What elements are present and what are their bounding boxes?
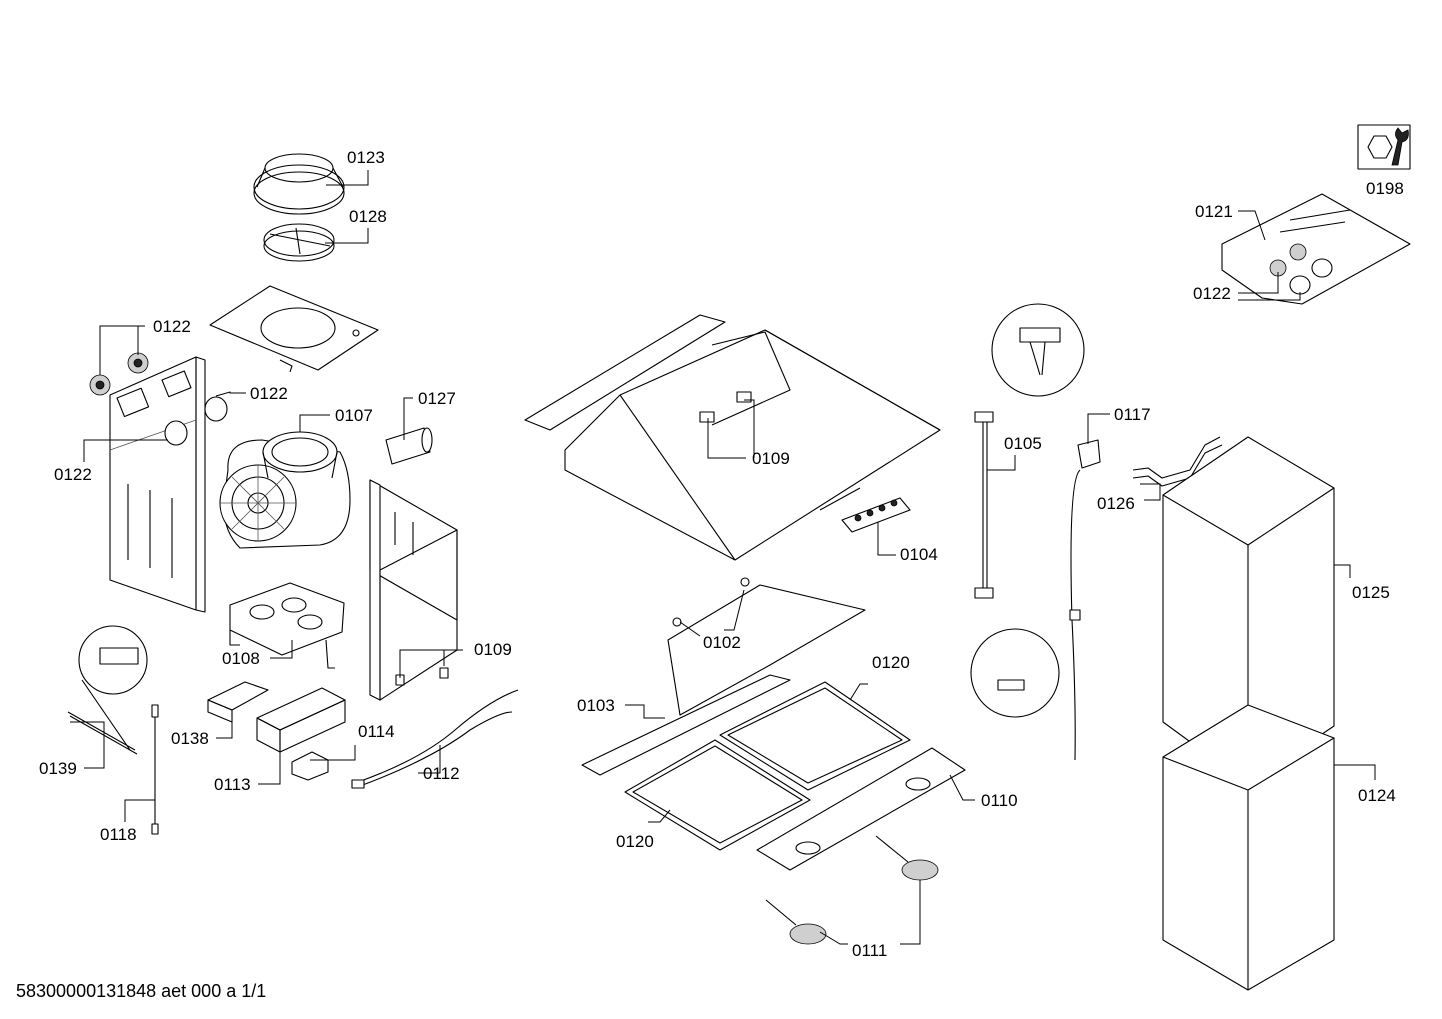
part-side-shell <box>369 479 458 701</box>
label-0104: 0104 <box>900 545 938 564</box>
part-0114-connector <box>291 751 329 781</box>
part-0126-bracket <box>1132 436 1223 487</box>
part-0108-fan-bracket <box>229 582 345 669</box>
part-0113-control-box <box>256 687 346 753</box>
label-0121: 0121 <box>1195 202 1233 221</box>
part-0127-capacitor <box>385 427 433 465</box>
part-0105-wiring-harness <box>970 303 1085 718</box>
part-0124-lower-chimney <box>1162 704 1335 991</box>
label-0124: 0124 <box>1358 786 1396 805</box>
label-0112: 0112 <box>423 764 460 783</box>
label-0108: 0108 <box>222 649 260 668</box>
part-0139-cable <box>67 625 148 755</box>
label-0120: 0120 <box>616 832 654 851</box>
part-0120-filter-lower <box>624 739 811 851</box>
part-top-plate <box>209 285 379 373</box>
part-0120-filter-upper <box>719 681 911 791</box>
label-0198: 0198 <box>1366 179 1404 198</box>
part-0104-control-panel <box>841 497 911 533</box>
label-0109: 0109 <box>474 640 512 659</box>
label-0139: 0139 <box>39 759 77 778</box>
part-0125-upper-chimney <box>1162 436 1335 785</box>
label-0109: 0109 <box>752 449 790 468</box>
label-0123: 0123 <box>347 148 385 167</box>
label-0111: 0111 <box>852 941 887 960</box>
label-0118: 0118 <box>100 825 137 844</box>
label-0107: 0107 <box>335 406 373 425</box>
leader-lines <box>70 170 1376 945</box>
label-0102: 0102 <box>703 633 741 652</box>
label-0125: 0125 <box>1352 583 1390 602</box>
label-0127: 0127 <box>418 389 456 408</box>
label-0122: 0122 <box>153 317 191 336</box>
label-0117: 0117 <box>1114 405 1151 424</box>
part-0103-rail <box>581 674 791 776</box>
part-0102-grease-filter-frame <box>667 577 866 716</box>
part-0110-rail-front <box>756 747 966 871</box>
label-0122: 0122 <box>250 384 288 403</box>
label-0138: 0138 <box>171 729 209 748</box>
part-0118-wire <box>151 704 159 835</box>
part-0111-knobs <box>765 835 939 945</box>
part-0123-duct-collar <box>253 153 345 215</box>
part-0128-backflow-flap <box>263 223 335 262</box>
part-0138-cover <box>207 681 269 723</box>
part-labels: 0123 0128 0122 0122 0122 0107 0127 0108 … <box>39 148 1404 960</box>
label-0120: 0120 <box>872 653 910 672</box>
label-0103: 0103 <box>577 696 615 715</box>
label-0122: 0122 <box>54 465 92 484</box>
label-0105: 0105 <box>1004 434 1042 453</box>
label-0122: 0122 <box>1193 284 1231 303</box>
label-0126: 0126 <box>1097 494 1135 513</box>
label-0114: 0114 <box>358 722 395 741</box>
part-hood-canopy <box>524 314 941 561</box>
label-0128: 0128 <box>349 207 387 226</box>
label-0113: 0113 <box>214 775 251 794</box>
wrench-nut-icon <box>1357 124 1411 170</box>
part-0107-blower <box>219 431 351 549</box>
part-0121-accessory-bag <box>1221 193 1411 305</box>
part-back-panel <box>89 352 228 613</box>
document-code: 58300000131848 aet 000 a 1/1 <box>16 981 267 1001</box>
label-0110: 0110 <box>981 791 1018 810</box>
part-0112-wire <box>351 689 519 789</box>
part-0117-power-cord <box>1069 439 1101 761</box>
